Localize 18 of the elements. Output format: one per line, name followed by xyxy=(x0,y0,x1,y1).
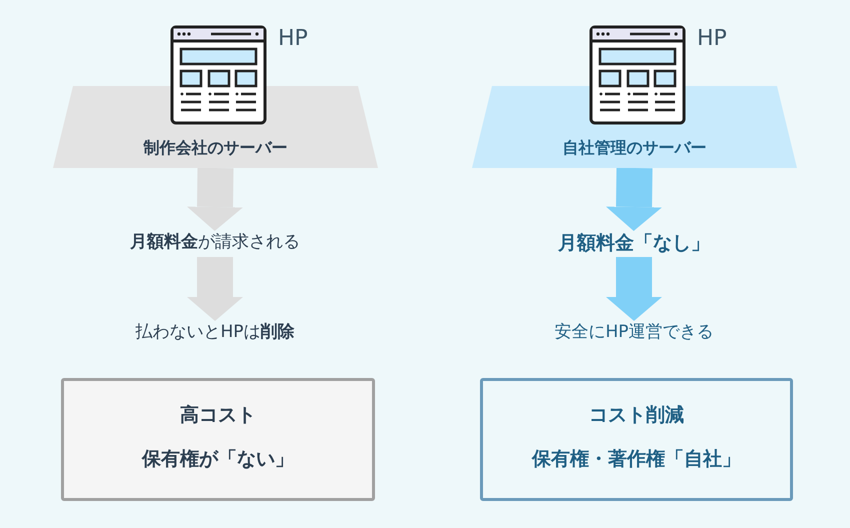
block-arrow xyxy=(187,168,243,231)
result-box xyxy=(480,378,793,501)
result-heading: コスト削減 xyxy=(588,403,685,428)
page-label: HP xyxy=(697,26,727,51)
step-text: 安全にHP運営できる xyxy=(553,321,715,344)
step-text: 月額料金「なし」 xyxy=(557,231,711,256)
result-heading: 高コスト xyxy=(179,403,257,428)
step-text: 月額料金が請求される xyxy=(129,231,301,254)
server-label: 自社管理のサーバー xyxy=(562,138,708,159)
block-arrow xyxy=(606,168,662,231)
result-note: 保有権が「ない」 xyxy=(140,447,295,472)
result-box xyxy=(61,378,375,501)
block-arrow xyxy=(606,257,662,321)
step-text: 払わないとHPは削除 xyxy=(134,321,296,344)
block-arrow xyxy=(187,257,243,321)
server-label: 制作会社のサーバー xyxy=(142,138,288,159)
result-note: 保有権・著作権「自社」 xyxy=(530,447,742,472)
page-label: HP xyxy=(278,26,308,51)
